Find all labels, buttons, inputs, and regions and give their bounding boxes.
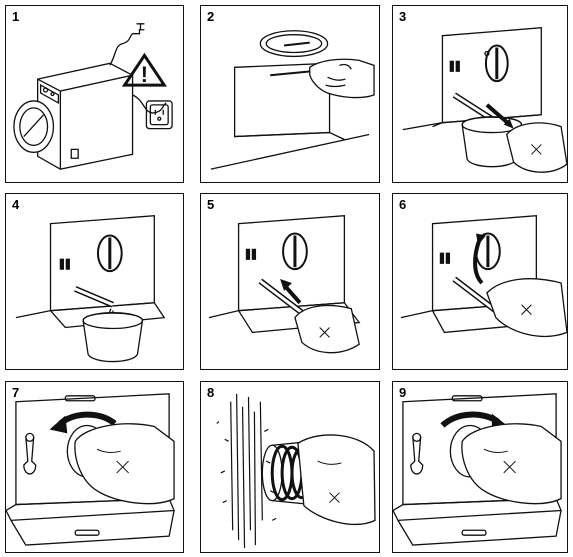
step-panel-7: 7 — [5, 381, 184, 553]
hand-icon — [75, 424, 174, 504]
step-panel-2: 2 — [200, 5, 380, 183]
step-panel-9: 9 — [392, 381, 568, 553]
drain-water-illustration — [6, 194, 183, 369]
curved-arrow-icon — [442, 415, 497, 426]
refit-filter-illustration — [393, 194, 567, 369]
step-panel-6: 6 — [392, 193, 568, 370]
remove-filter-illustration — [393, 6, 567, 182]
hand-icon — [462, 424, 561, 504]
hand-icon — [298, 435, 375, 524]
rinse-pump-filter-illustration — [201, 382, 379, 552]
step-panel-5: 5 — [200, 193, 380, 370]
open-hatch-illustration — [201, 6, 379, 182]
unscrew-pump-cover-illustration — [6, 382, 183, 552]
power-socket-icon — [146, 101, 172, 129]
step-panel-8: 8 — [200, 381, 380, 553]
insert-filter-illustration — [201, 194, 379, 369]
step-panel-1: 1 ! — [5, 5, 184, 183]
hand-icon — [295, 305, 359, 352]
step-panel-4: 4 — [5, 193, 184, 370]
svg-text:!: ! — [141, 62, 148, 87]
hand-icon — [507, 123, 567, 172]
step-panel-3: 3 — [392, 5, 568, 183]
washing-machine-icon: ! — [6, 6, 183, 182]
water-jet-icon — [217, 394, 276, 548]
refit-pump-cover-illustration — [393, 382, 567, 552]
curved-arrow-icon — [60, 415, 114, 424]
